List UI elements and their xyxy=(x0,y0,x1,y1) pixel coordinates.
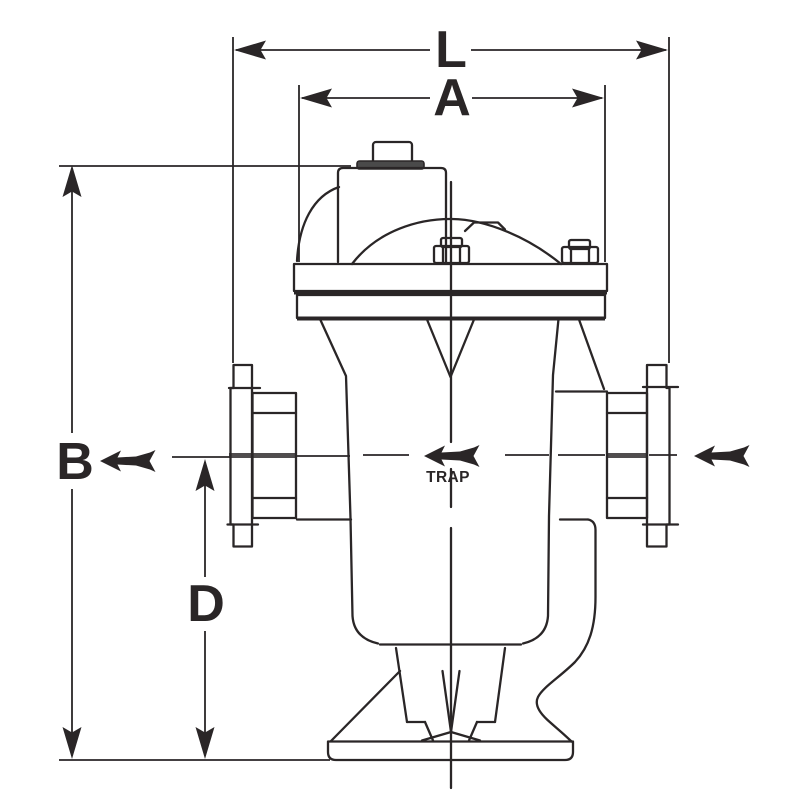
dimension-A-arrowhead-left xyxy=(300,88,332,108)
dimension-A-label: A xyxy=(433,69,471,127)
flow-arrows: TRAP xyxy=(100,445,750,486)
bonnet-block xyxy=(336,166,448,264)
horizontal-centerline-dashes xyxy=(297,454,677,457)
dimension-B-label: B xyxy=(56,433,94,491)
trap-body-drawing xyxy=(226,140,680,762)
bolt-nut-right xyxy=(560,238,600,265)
dimension-A-arrowhead-right xyxy=(572,88,604,108)
body-flange-plate xyxy=(295,293,607,321)
dimension-B: B xyxy=(56,165,351,761)
dimension-D-label: D xyxy=(187,575,225,633)
dimension-L-arrowhead-right xyxy=(636,40,668,60)
dimension-B-extension-lines xyxy=(59,165,351,761)
support-skirt xyxy=(329,646,507,743)
dimension-L-arrowhead-left xyxy=(234,40,266,60)
body-shell xyxy=(318,317,606,646)
flow-arrow-left-icon xyxy=(100,450,156,472)
dimension-D-arrowhead-bottom xyxy=(195,727,215,759)
dimension-D-arrowhead-top xyxy=(195,459,215,491)
dimension-L-label: L xyxy=(435,21,467,79)
dimension-B-arrowhead-bottom xyxy=(62,727,82,759)
trap-label: TRAP xyxy=(426,469,470,486)
flow-arrow-right-icon xyxy=(694,445,750,467)
dome-cover-arc xyxy=(350,217,563,266)
outlet-downpipe xyxy=(535,518,597,743)
cover-flange-plate xyxy=(292,262,609,295)
dimension-D: D xyxy=(172,456,231,759)
dimension-L-extension-lines xyxy=(232,37,670,363)
base-plate xyxy=(326,740,575,762)
dimension-A: A xyxy=(298,69,606,262)
dimension-B-arrowhead-top xyxy=(62,165,82,197)
outlet-flange-right xyxy=(554,363,680,548)
dimension-L: L xyxy=(232,21,670,363)
cover-shoulder-curve xyxy=(295,185,341,263)
inlet-flange-left xyxy=(226,363,353,548)
dimension-A-extension-lines xyxy=(298,85,606,262)
dome-lug xyxy=(463,221,507,233)
centerlines xyxy=(229,180,677,790)
flow-arrow-center-icon xyxy=(424,445,480,467)
